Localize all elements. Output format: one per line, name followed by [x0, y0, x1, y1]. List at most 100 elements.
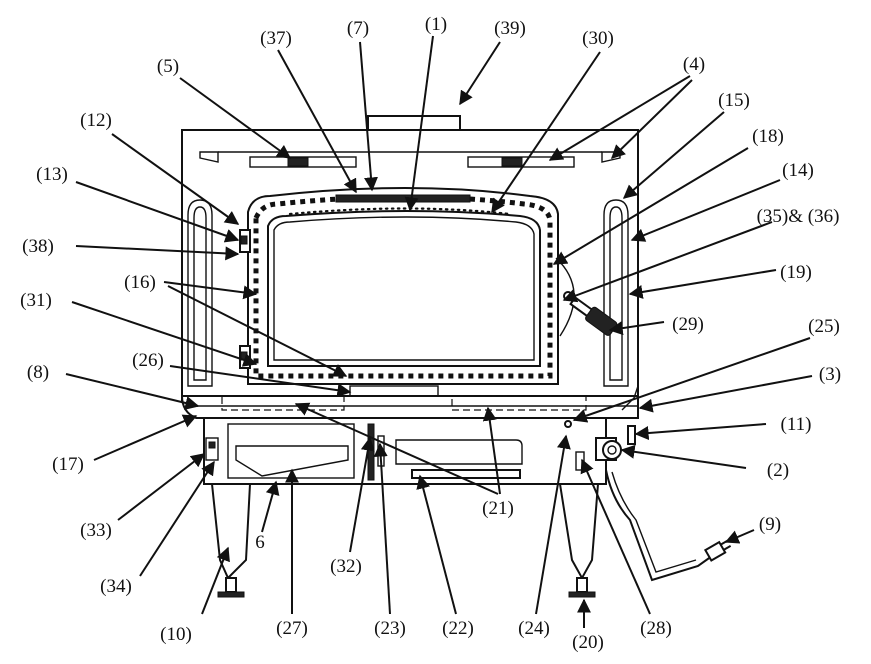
callout-10: (10) — [160, 624, 192, 645]
leader-17 — [93, 414, 198, 461]
drawer-tray — [411, 469, 521, 479]
callout-39: (39) — [494, 18, 526, 39]
callout-13: (13) — [36, 164, 68, 185]
callout-30: (30) — [582, 28, 614, 49]
leg-right-foot — [576, 577, 588, 593]
callout-37: (37) — [260, 28, 292, 49]
callout-labels: (1) (2) (3) (4) (5) 6 (7) (8) (9) (10) (… — [20, 14, 841, 653]
callout-31: (31) — [20, 290, 52, 311]
callout-25: (25) — [808, 316, 840, 337]
leader-21a — [294, 402, 499, 495]
callout-22: (22) — [442, 618, 474, 639]
ash-drawer-handle — [235, 445, 349, 477]
baffle-bar — [335, 194, 471, 203]
callout-9: (9) — [759, 514, 781, 535]
leader-30 — [491, 51, 601, 214]
lower-cabinet — [203, 417, 607, 485]
callout-11: (11) — [781, 414, 812, 435]
left-side-panel — [187, 199, 213, 387]
callout-17: (17) — [52, 454, 84, 475]
air-slot-right-damper — [501, 157, 523, 167]
leader-10 — [201, 546, 230, 615]
leader-8 — [65, 373, 200, 410]
leader-21b — [482, 406, 501, 495]
drawer-recess — [395, 439, 523, 465]
leader-29 — [608, 321, 665, 336]
leader-39 — [459, 41, 501, 106]
hidden-component-right — [451, 395, 587, 411]
door-glass — [267, 210, 541, 367]
callout-24: (24) — [518, 618, 550, 639]
callout-34: (34) — [100, 576, 132, 597]
air-slot-right — [467, 156, 575, 168]
callout-1: (1) — [425, 14, 447, 35]
control-knob — [602, 440, 622, 460]
leader-6 — [261, 480, 280, 533]
air-slot-left — [249, 156, 357, 168]
callout-32: (32) — [330, 556, 362, 577]
callout-29: (29) — [672, 314, 704, 335]
power-cord-inner — [611, 471, 697, 573]
drawer-seam-bar — [367, 423, 375, 481]
front-ledge — [180, 395, 639, 419]
callout-7: (7) — [347, 18, 369, 39]
leader-4a — [548, 75, 691, 161]
leader-lines — [65, 35, 813, 628]
leader-13 — [75, 181, 240, 243]
leader-23 — [373, 442, 391, 615]
left-side-panel-inner — [193, 206, 207, 381]
leader-38 — [75, 245, 240, 261]
power-plug — [703, 539, 732, 562]
callout-4: (4) — [683, 54, 705, 75]
leader-11 — [634, 423, 767, 441]
top-left-corner — [199, 151, 219, 163]
right-side-panel-inner — [609, 206, 623, 381]
leader-18 — [552, 147, 749, 265]
leg-left-foot — [225, 577, 237, 593]
leader-12 — [111, 133, 240, 225]
callout-16: (16) — [124, 272, 156, 293]
leader-16a — [163, 281, 258, 300]
callout-19: (19) — [780, 262, 812, 283]
hidden-component-left — [221, 395, 345, 411]
callout-18: (18) — [752, 126, 784, 147]
leg-left-leveler — [217, 591, 245, 598]
leg-right — [558, 483, 600, 581]
callout-6: 6 — [255, 532, 265, 553]
control-lever — [627, 425, 636, 445]
callout-26: (26) — [132, 350, 164, 371]
leader-14 — [630, 179, 781, 242]
right-side-panel — [603, 199, 629, 387]
flue-collar — [367, 115, 461, 131]
leader-31 — [71, 301, 258, 367]
callout-20: (20) — [572, 632, 604, 653]
callout-38: (38) — [22, 236, 54, 257]
leg-right-leveler — [568, 591, 596, 598]
air-slot-left-damper — [287, 157, 309, 167]
leader-19 — [628, 269, 777, 299]
glass-inner-line — [273, 216, 535, 361]
callout-21: (21) — [482, 498, 514, 519]
leader-16b — [167, 285, 348, 377]
leader-7 — [359, 41, 378, 192]
callout-8: (8) — [27, 362, 49, 383]
leader-9 — [724, 529, 755, 544]
callout-12: (12) — [80, 110, 112, 131]
power-cord — [605, 469, 713, 582]
switch-plate — [205, 437, 219, 461]
leader-2 — [620, 444, 747, 469]
control-knob-center — [607, 445, 617, 455]
callout-14: (14) — [782, 160, 814, 181]
control-indicator — [564, 420, 572, 428]
leader-33 — [117, 453, 206, 521]
leader-3 — [638, 375, 813, 413]
control-bracket — [621, 385, 639, 411]
leader-37 — [277, 49, 357, 194]
switch-plate-inner — [208, 441, 216, 449]
leader-24 — [535, 434, 571, 615]
callout-3: (3) — [819, 364, 841, 385]
leader-25 — [572, 337, 811, 423]
callout-27: (27) — [276, 618, 308, 639]
callout-5: (5) — [157, 56, 179, 77]
